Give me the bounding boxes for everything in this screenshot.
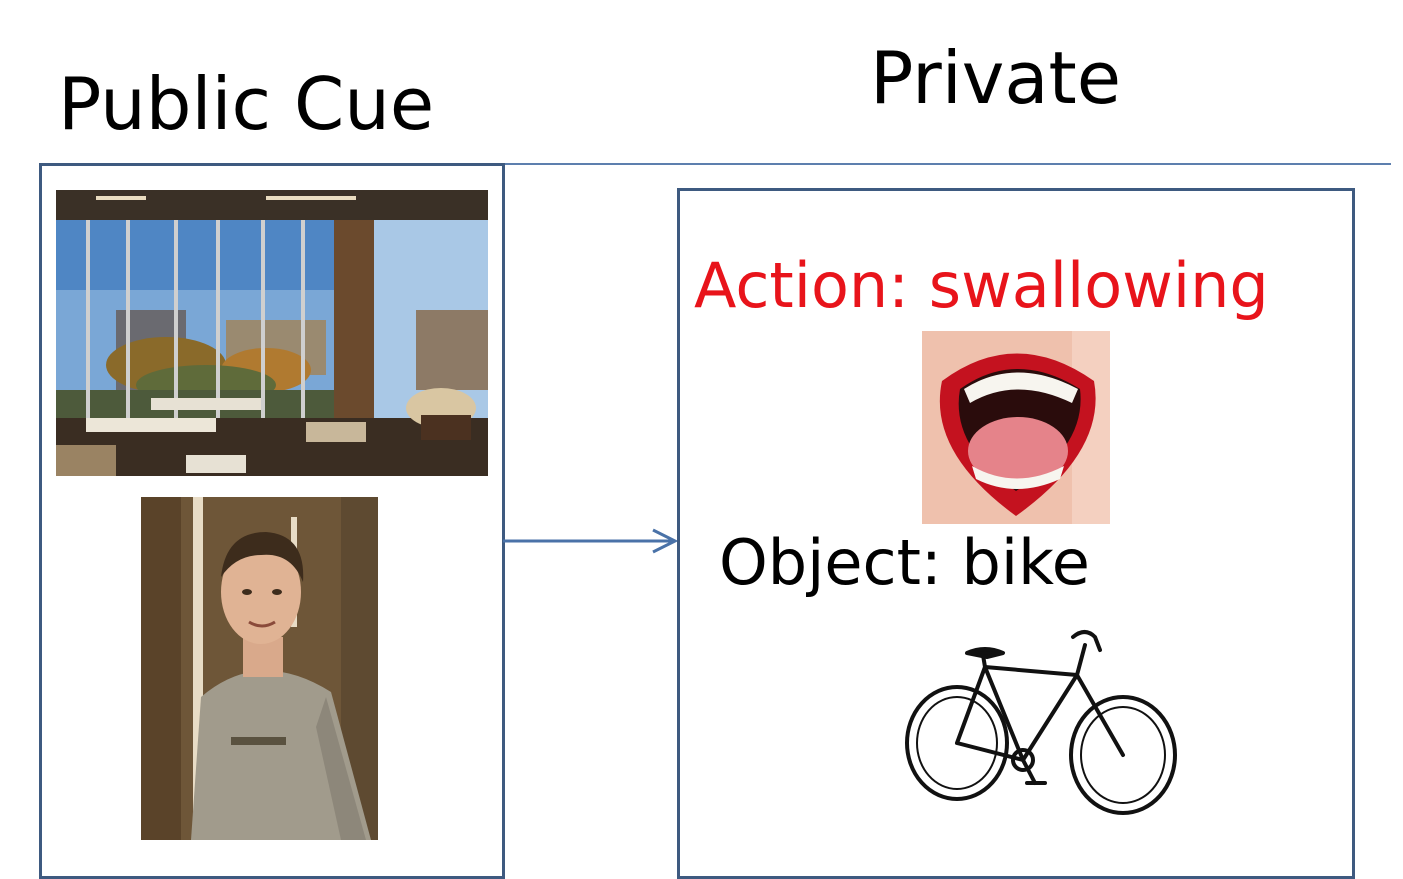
cue-to-private-arrow [503,528,679,554]
private-heading: Private [870,36,1122,120]
bicycle-icon [905,630,1177,815]
man-portrait-photo [141,497,378,840]
public-cue-box [39,163,505,879]
divider-line [503,163,1391,165]
public-cue-heading: Public Cue [58,62,435,146]
open-mouth-photo [922,331,1110,524]
bicycle-sketch [895,615,1195,830]
object-label: Object: bike [719,526,1090,599]
office-lounge-photo [56,190,488,476]
action-label: Action: swallowing [694,249,1269,322]
private-box [677,188,1355,879]
